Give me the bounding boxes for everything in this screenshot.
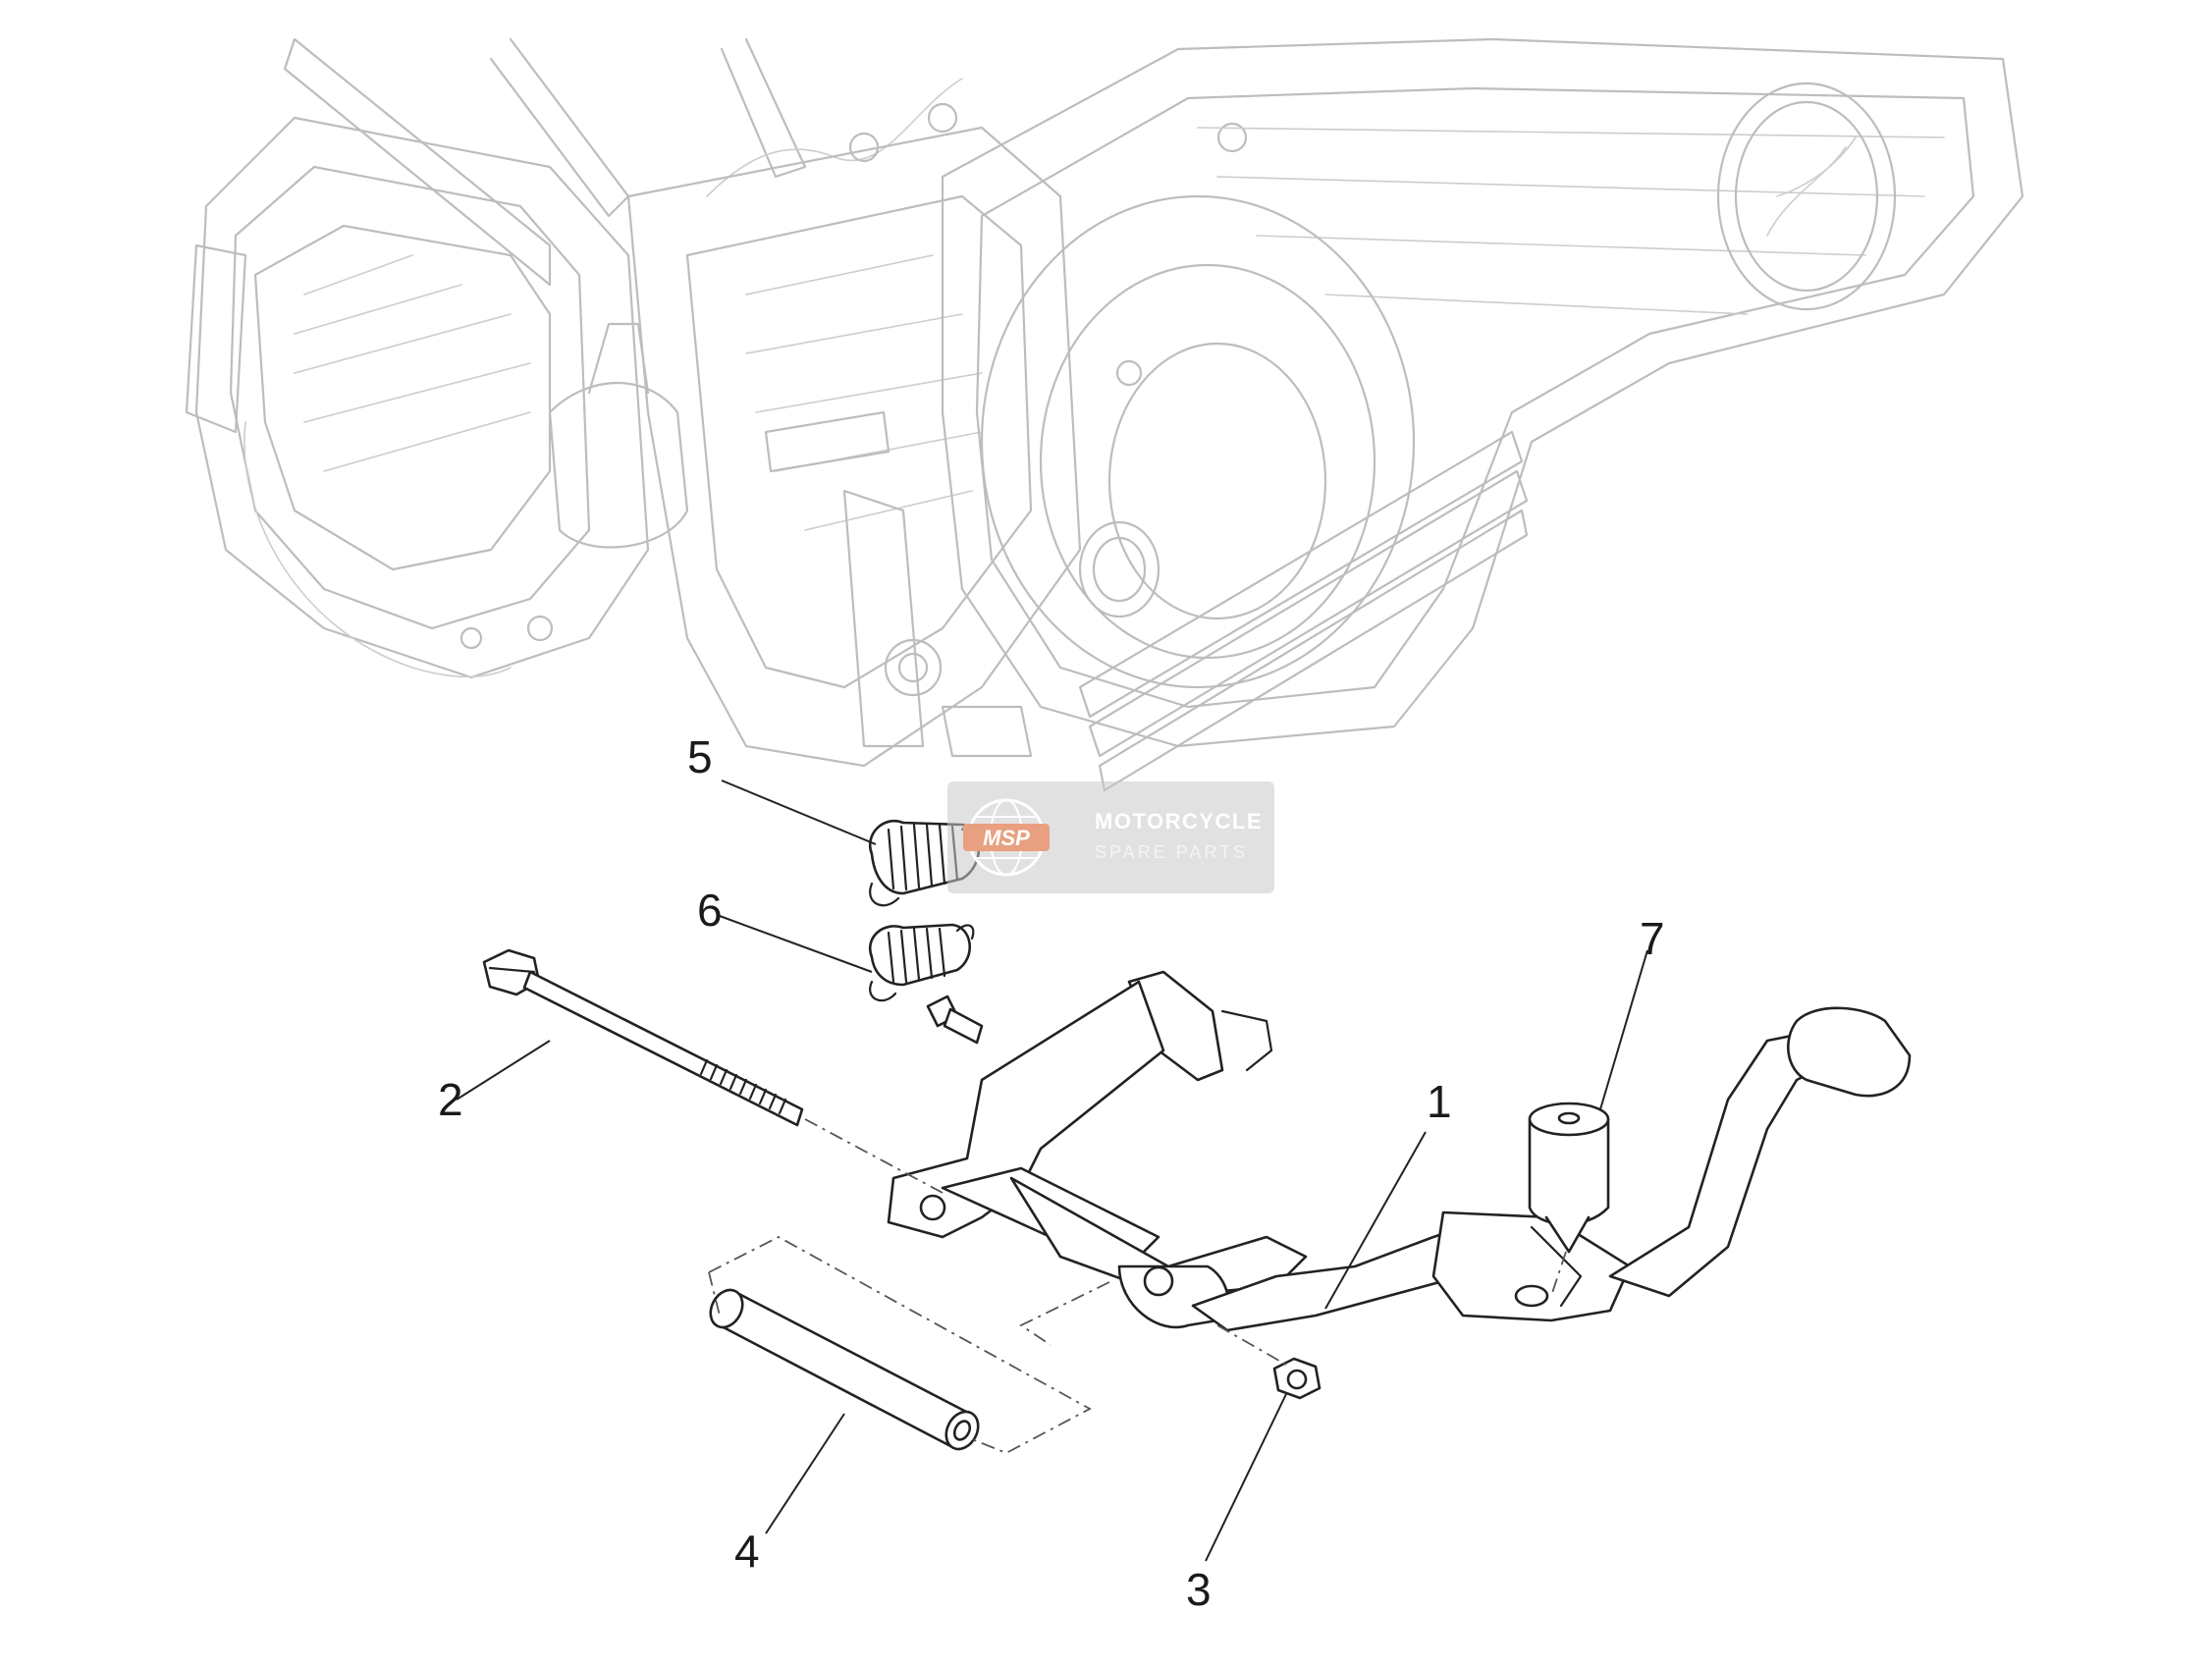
nut-part-3 bbox=[1272, 1357, 1322, 1400]
stand-part-1 bbox=[887, 970, 1912, 1332]
engine-drawing bbox=[185, 37, 2024, 792]
assembly-lines bbox=[708, 1118, 1567, 1454]
watermark-badge: MSP MOTORCYCLE SPARE PARTS bbox=[947, 781, 1274, 893]
callout-6: 6 bbox=[697, 885, 723, 936]
callout-numbers: 1 2 3 4 5 6 7 bbox=[438, 731, 1665, 1615]
callout-3: 3 bbox=[1186, 1564, 1212, 1615]
callout-1: 1 bbox=[1427, 1076, 1452, 1127]
leader-lines bbox=[456, 780, 1648, 1562]
callout-2: 2 bbox=[438, 1074, 463, 1125]
globe-logo-icon: MSP bbox=[963, 798, 1050, 877]
callout-5: 5 bbox=[687, 731, 713, 782]
bolt-part-2 bbox=[482, 948, 804, 1127]
spring-part-6 bbox=[869, 923, 975, 1002]
watermark-title: MOTORCYCLE bbox=[1095, 809, 1264, 834]
spacer-tube-part-4 bbox=[709, 1288, 980, 1451]
rubber-buffer-part-7 bbox=[1528, 1102, 1610, 1254]
callout-7: 7 bbox=[1640, 913, 1665, 964]
watermark-logo-text: MSP bbox=[983, 826, 1030, 850]
watermark-subtitle: SPARE PARTS bbox=[1095, 842, 1249, 862]
callout-4: 4 bbox=[734, 1526, 760, 1577]
